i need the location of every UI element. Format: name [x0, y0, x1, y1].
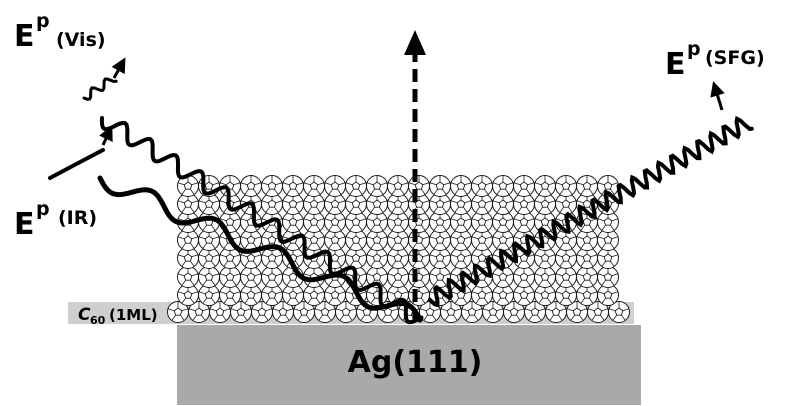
- ir-tag: (IR): [58, 207, 97, 229]
- sfg-tag: (SFG): [705, 47, 765, 69]
- c60-molecule-icon: [450, 175, 472, 197]
- c60-molecule-icon: [177, 266, 199, 288]
- vis-tag: (Vis): [56, 29, 106, 51]
- c60-molecule-icon: [587, 301, 609, 323]
- c60-molecule-icon: [429, 175, 451, 197]
- c60-molecule-icon: [261, 247, 283, 269]
- c60-molecule-icon: [335, 301, 357, 323]
- c60-molecule-icon: [534, 266, 556, 288]
- c60-molecule-icon: [492, 284, 514, 306]
- c60-molecule-icon: [597, 211, 619, 233]
- c60-molecule-icon: [240, 175, 262, 197]
- vis-reflected-wave: [82, 77, 118, 101]
- c60-molecule-icon: [177, 247, 199, 269]
- c60-molecule-icon: [576, 266, 598, 288]
- c60-molecule-icon: [576, 247, 598, 269]
- c60-molecule-icon: [324, 175, 346, 197]
- c60-molecule-icon: [576, 229, 598, 251]
- ir-field-symbol: E: [14, 207, 35, 242]
- surface-normal-arrow-head-icon: [404, 30, 426, 55]
- c60-molecule-icon: [387, 175, 409, 197]
- c60-molecule-icon: [240, 266, 262, 288]
- c60-molecule-icon: [440, 301, 462, 323]
- sfg-output-arrow-head-icon: [710, 81, 725, 111]
- vis-output-arrow-head-icon: [111, 57, 126, 79]
- ir-branch-arrow-head-icon: [99, 125, 113, 146]
- c60-molecule-icon: [198, 266, 220, 288]
- ir-field-superscript: p: [36, 198, 50, 220]
- c60-molecule-icon: [576, 175, 598, 197]
- c60-molecule-icon: [597, 229, 619, 251]
- c60-molecule-icon: [597, 266, 619, 288]
- c60-molecule-icon: [293, 301, 315, 323]
- c60-molecule-icon: [314, 301, 336, 323]
- c60-molecule-icon: [513, 175, 535, 197]
- vis-field-superscript: p: [36, 10, 50, 32]
- c60-molecule-icon: [366, 175, 388, 197]
- c60-molecule-icon: [167, 301, 189, 323]
- c60-molecule-icon: [408, 175, 430, 197]
- c60-molecule-icon: [282, 175, 304, 197]
- c60-molecule-icon: [219, 266, 241, 288]
- c60-molecule-icon: [408, 266, 430, 288]
- c60-molecule-icon: [608, 301, 630, 323]
- vis-beam-wave: [99, 116, 424, 325]
- c60-molecule-icon: [492, 175, 514, 197]
- c60-molecule-icon: [303, 175, 325, 197]
- sfg-field-symbol: E: [665, 47, 686, 82]
- c60-molecule-icon: [566, 301, 588, 323]
- sfg-field-superscript: p: [687, 38, 701, 60]
- c60-subscript: 60: [90, 314, 106, 327]
- substrate-label: Ag(111): [348, 345, 483, 380]
- c60-molecule-icon: [534, 175, 556, 197]
- c60-layer-label: (1ML): [109, 306, 158, 324]
- c60-molecule-icon: [450, 247, 472, 269]
- ir-incoming-line: [48, 148, 105, 180]
- c60-molecule-icon: [230, 301, 252, 323]
- c60-molecule-icon: [303, 229, 325, 251]
- ir-beam-wave: [97, 175, 423, 323]
- c60-molecule-icon: [261, 266, 283, 288]
- ag111-substrate: [177, 325, 641, 405]
- c60-molecule-icon: [261, 175, 283, 197]
- c60-molecule-icon: [555, 266, 577, 288]
- c60-molecule-icon: [345, 193, 367, 215]
- c60-molecule-icon: [345, 247, 367, 269]
- sfg-beam-wave: [428, 115, 754, 308]
- c60-molecule-icon: [261, 284, 283, 306]
- c60-molecule-icon: [387, 266, 409, 288]
- c60-molecule-icon: [303, 193, 325, 215]
- c60-molecule-icon: [240, 284, 262, 306]
- c60-molecule-icon: [471, 175, 493, 197]
- c60-molecule-icon: [324, 193, 346, 215]
- vis-field-symbol: E: [14, 19, 35, 54]
- c60-molecule-icon: [345, 175, 367, 197]
- c60-symbol: C: [78, 305, 91, 325]
- c60-molecule-icon: [198, 229, 220, 251]
- c60-molecule-icon: [513, 266, 535, 288]
- c60-molecule-icon: [555, 175, 577, 197]
